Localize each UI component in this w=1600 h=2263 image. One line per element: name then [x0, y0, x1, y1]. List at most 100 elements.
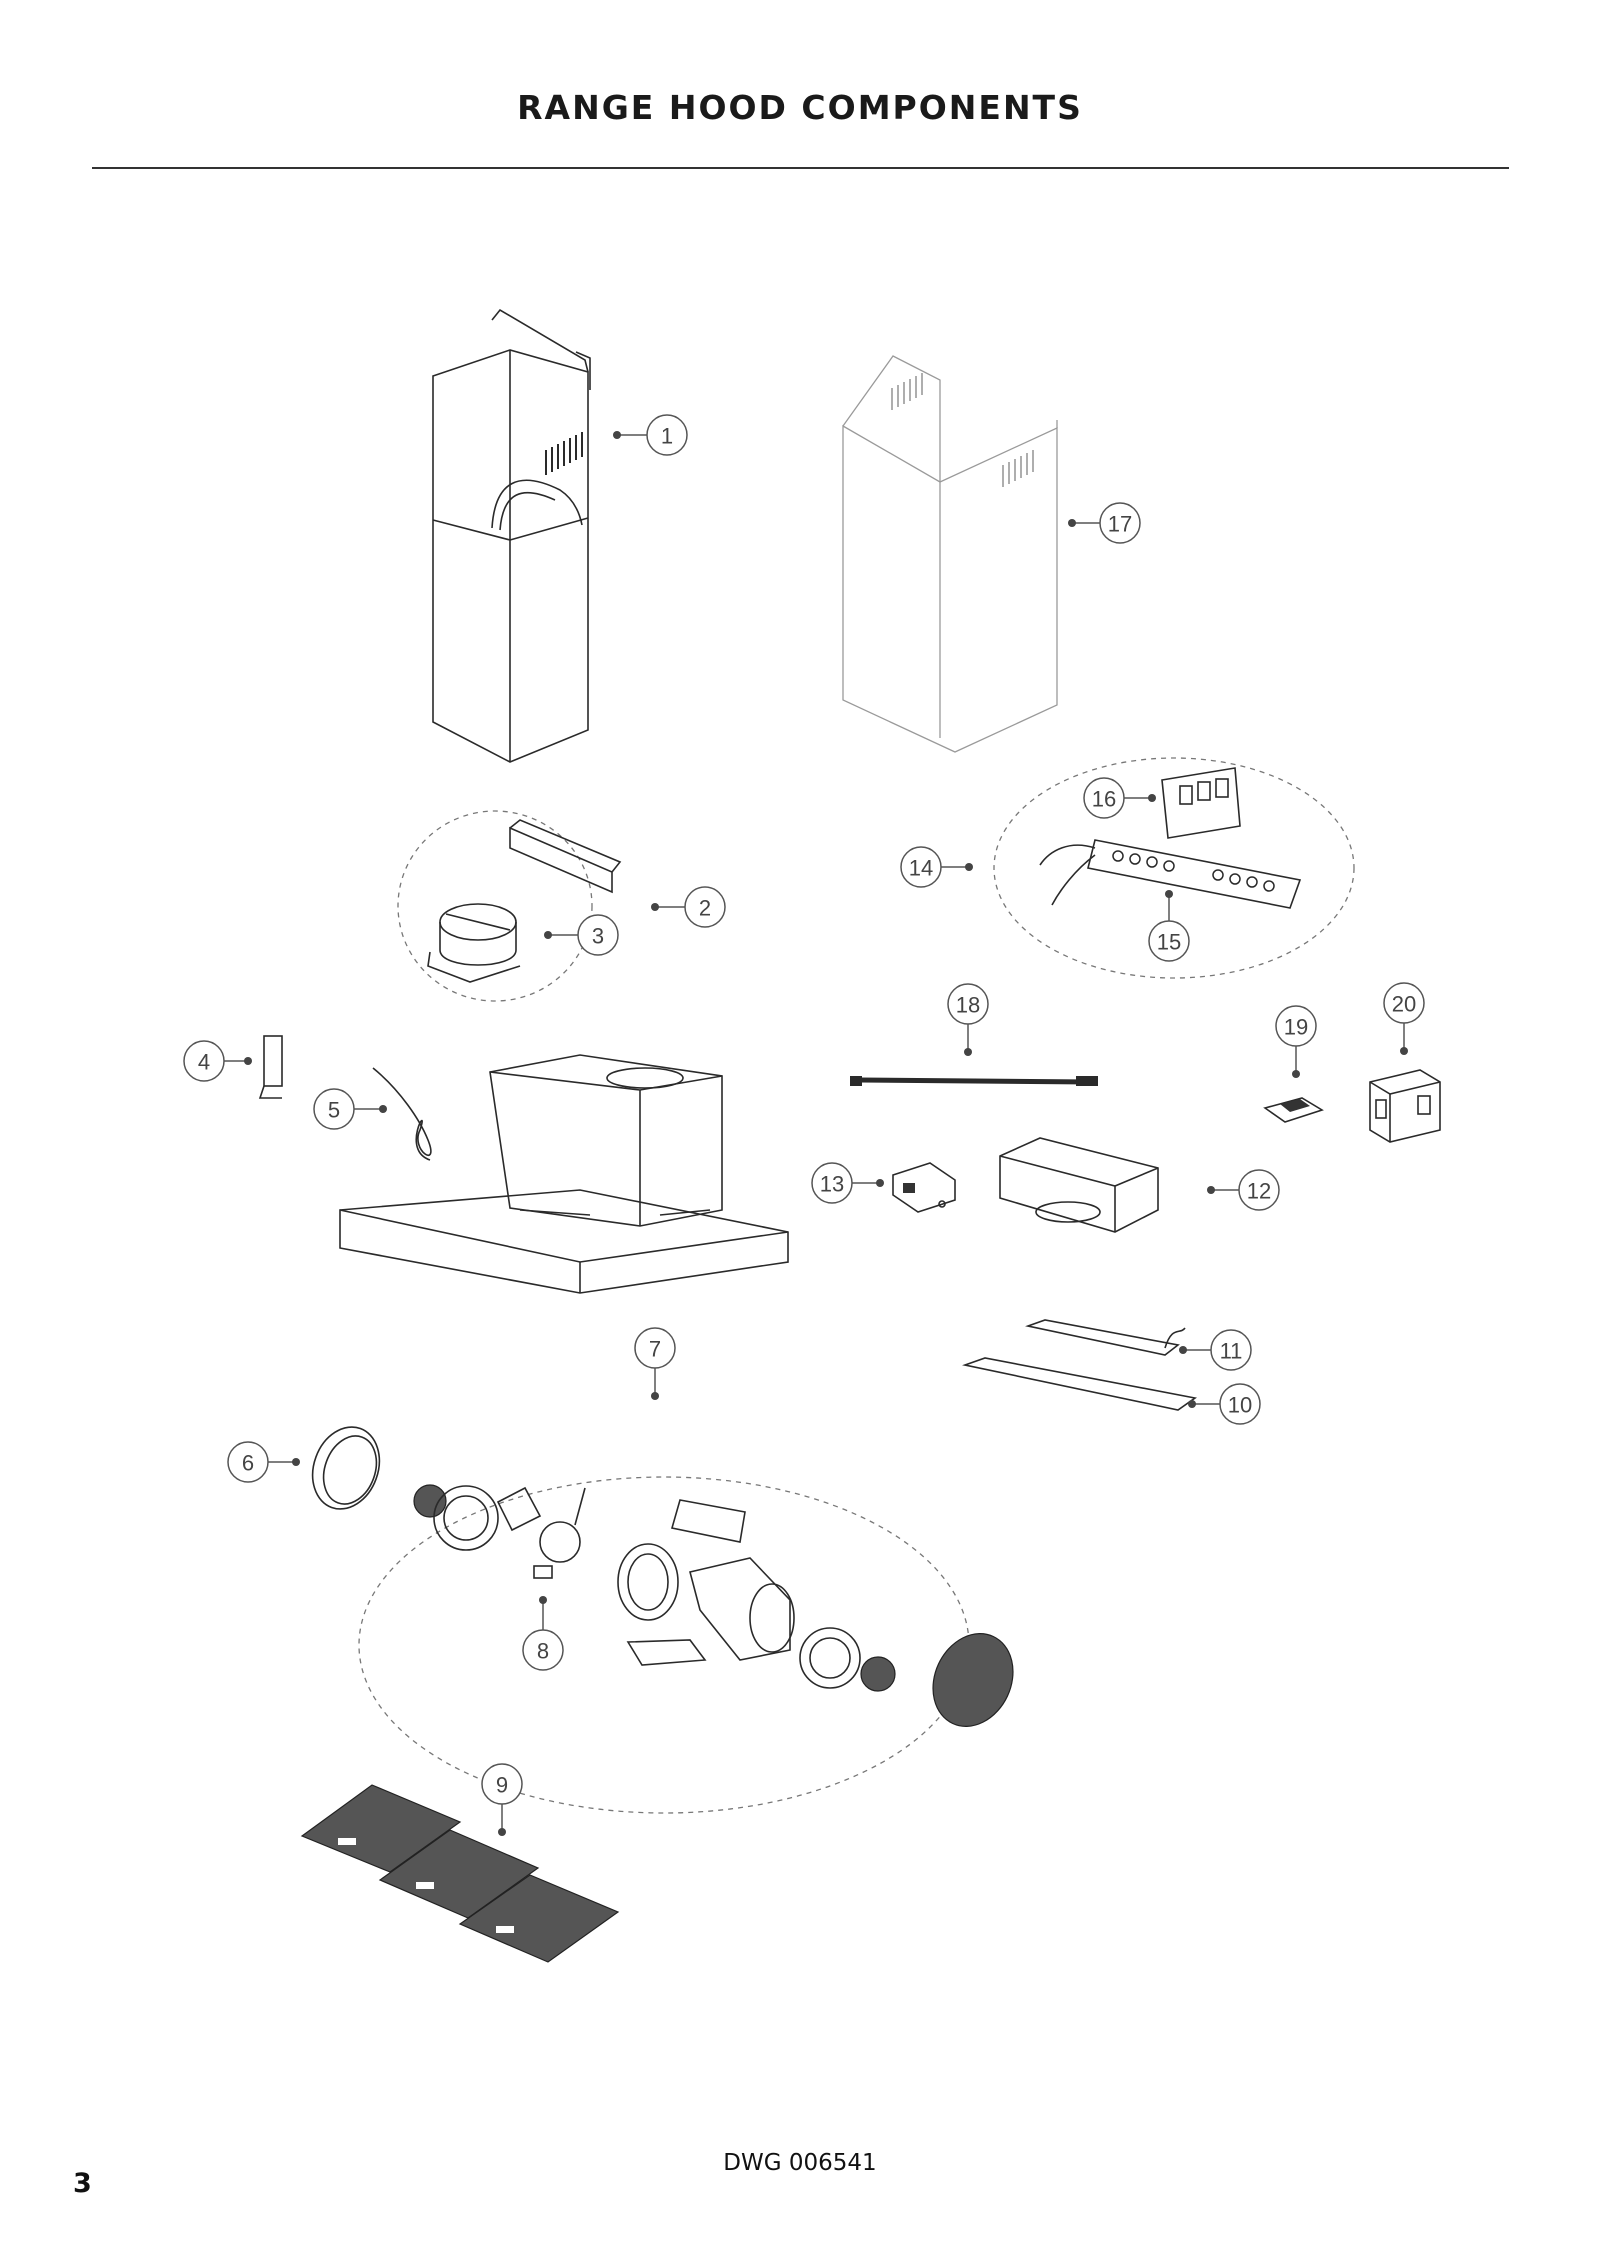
callout-circle — [684, 886, 726, 928]
callout-dot — [965, 863, 973, 871]
callout-dot — [1179, 1346, 1187, 1354]
callout-number: 2 — [699, 896, 711, 921]
mounting-bracket-part — [509, 819, 622, 894]
controls-group-outline — [993, 757, 1355, 979]
transformer-part — [892, 1162, 956, 1213]
callout-number: 16 — [1092, 787, 1116, 812]
duct-adapter-part — [999, 1137, 1159, 1233]
hood-body-part — [339, 1054, 789, 1294]
callout-circle — [811, 1162, 853, 1204]
callout-circle — [1148, 920, 1190, 962]
page-title: RANGE HOOD COMPONENTS — [517, 88, 1083, 127]
light-bar-part — [1025, 1319, 1186, 1356]
callout-number: 17 — [1108, 512, 1132, 537]
callout-circle — [1099, 502, 1141, 544]
callout-dot — [1188, 1400, 1196, 1408]
callout-circle — [1083, 777, 1125, 819]
callout-dot — [1207, 1186, 1215, 1194]
callout-dot — [498, 1828, 506, 1836]
callout-number: 13 — [820, 1172, 844, 1197]
callout-6: 6 — [227, 1441, 300, 1483]
callout-circle — [1210, 1329, 1252, 1371]
grease-ring-part — [311, 1426, 381, 1510]
callout-17: 17 — [1068, 502, 1141, 544]
callout-circle — [481, 1763, 523, 1805]
callout-number: 14 — [909, 856, 933, 881]
callout-number: 5 — [328, 1098, 340, 1123]
wiring-harness-part — [850, 1076, 1098, 1086]
callout-2: 2 — [651, 886, 726, 928]
power-board-part — [1161, 767, 1241, 839]
callout-circle — [183, 1040, 225, 1082]
callout-dot — [379, 1105, 387, 1113]
callout-number: 19 — [1284, 1015, 1308, 1040]
callout-circle — [522, 1629, 564, 1671]
callout-12: 12 — [1207, 1169, 1280, 1211]
title-divider — [92, 167, 1509, 169]
callout-15: 15 — [1148, 890, 1190, 962]
callout-18: 18 — [947, 983, 989, 1056]
callout-circle — [947, 983, 989, 1025]
callout-circle — [227, 1441, 269, 1483]
callout-7: 7 — [634, 1327, 676, 1400]
callout-11: 11 — [1179, 1329, 1252, 1371]
callout-19: 19 — [1275, 1005, 1317, 1078]
callout-dot — [613, 431, 621, 439]
callout-circle — [1219, 1383, 1261, 1425]
callout-circle — [1238, 1169, 1280, 1211]
callout-number: 20 — [1392, 992, 1416, 1017]
callout-number: 1 — [661, 424, 673, 449]
control-panel-part — [1039, 839, 1302, 909]
outer-chimney-part — [842, 355, 1058, 753]
callout-dot — [876, 1179, 884, 1187]
callout-5: 5 — [313, 1088, 387, 1130]
callout-number: 3 — [592, 924, 604, 949]
light-module-part — [1263, 1097, 1324, 1123]
callout-dot — [651, 903, 659, 911]
callout-number: 18 — [956, 993, 980, 1018]
callout-16: 16 — [1083, 777, 1156, 819]
callout-number: 7 — [649, 1337, 661, 1362]
callout-14: 14 — [900, 846, 973, 888]
callout-1: 1 — [613, 414, 688, 456]
callout-dot — [1148, 794, 1156, 802]
blower-assembly-parts — [413, 1484, 896, 1692]
drawing-number: DWG 006541 — [723, 2150, 877, 2176]
callout-dot — [292, 1458, 300, 1466]
callout-number: 11 — [1220, 1339, 1243, 1364]
damper-collar-part — [427, 903, 521, 983]
callout-4: 4 — [183, 1040, 252, 1082]
callout-9: 9 — [481, 1763, 523, 1836]
light-switch-part — [258, 1035, 283, 1099]
callout-number: 12 — [1247, 1179, 1271, 1204]
callout-circle — [313, 1088, 355, 1130]
mesh-filters-part — [300, 1784, 620, 1963]
callout-13: 13 — [811, 1162, 884, 1204]
callout-dot — [651, 1392, 659, 1400]
page-number: 3 — [73, 2168, 92, 2199]
callout-circle — [1275, 1005, 1317, 1047]
trim-rail-part — [962, 1357, 1198, 1411]
callout-dot — [244, 1057, 252, 1065]
callout-circle — [577, 914, 619, 956]
power-cord-part — [372, 1067, 432, 1161]
callout-dot — [1292, 1070, 1300, 1078]
callout-3: 3 — [544, 914, 619, 956]
callout-number: 9 — [496, 1773, 508, 1798]
callout-10: 10 — [1188, 1383, 1261, 1425]
blower-group-outline — [358, 1476, 970, 1814]
callout-number: 10 — [1228, 1393, 1252, 1418]
callout-number: 15 — [1157, 930, 1181, 955]
callout-number: 4 — [198, 1050, 210, 1075]
callout-dot — [1068, 519, 1076, 527]
callout-dot — [964, 1048, 972, 1056]
callout-dot — [1165, 890, 1173, 898]
callout-circle — [1383, 982, 1425, 1024]
callout-circle — [634, 1327, 676, 1369]
callout-dot — [544, 931, 552, 939]
callout-number: 6 — [242, 1451, 254, 1476]
outlet-grille-part — [932, 1633, 1014, 1727]
callout-dot — [539, 1596, 547, 1604]
